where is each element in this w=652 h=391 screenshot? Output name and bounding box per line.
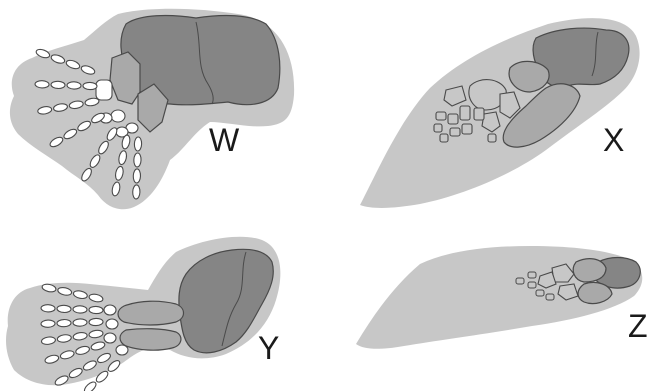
- limb-w: [10, 9, 294, 210]
- limb-z: [356, 246, 642, 349]
- limb-y: [6, 237, 280, 391]
- label-x: X: [603, 124, 624, 156]
- label-z: Z: [628, 310, 648, 342]
- limb-y-radius: [118, 301, 184, 325]
- limb-x: [360, 18, 640, 208]
- label-w: W: [209, 124, 239, 156]
- label-y: Y: [258, 332, 279, 364]
- limb-y-ulna: [120, 329, 181, 350]
